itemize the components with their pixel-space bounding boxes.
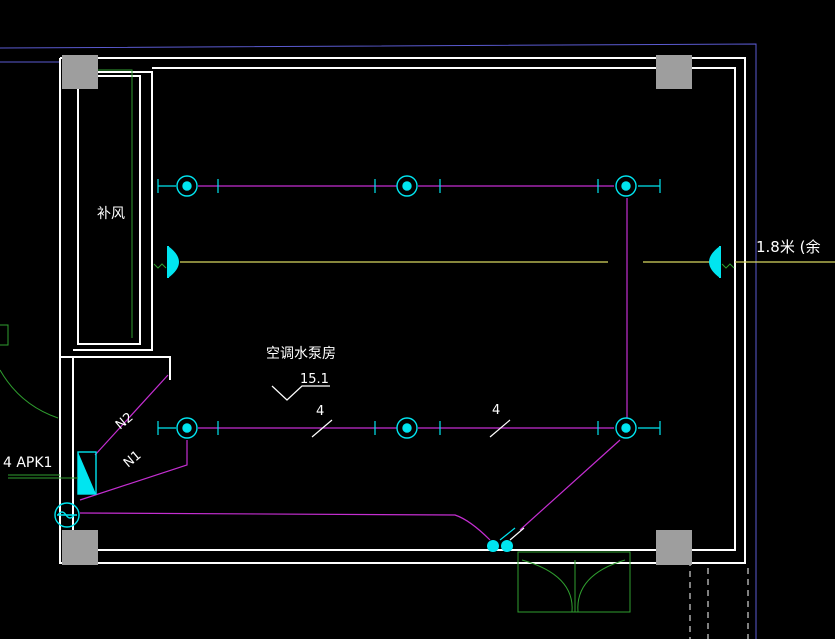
distribution-panel-icon bbox=[8, 451, 97, 495]
column bbox=[62, 55, 98, 89]
light-rails bbox=[157, 179, 661, 435]
annotation-mark: 4 bbox=[488, 147, 540, 242]
column bbox=[656, 530, 692, 565]
door-lines bbox=[0, 69, 631, 613]
wall-light-right-icon bbox=[709, 246, 735, 278]
column bbox=[656, 55, 692, 89]
walls bbox=[59, 57, 746, 564]
ceiling-light-icon bbox=[615, 417, 637, 439]
ceiling-light-icon bbox=[396, 417, 418, 439]
annotation-mark: 4 bbox=[478, 377, 523, 459]
elevation-label: 15.1 bbox=[300, 372, 329, 387]
wire-ticks bbox=[271, 385, 525, 541]
side-room-label: 补风 bbox=[97, 206, 125, 222]
annotation-mark: 4 bbox=[592, 270, 644, 365]
panel-label: 4 APK1 bbox=[3, 455, 52, 471]
outer-boundary bbox=[0, 43, 757, 639]
motor-icon bbox=[54, 502, 80, 528]
annotation-mark: 4 bbox=[256, 385, 308, 480]
wire-count-label: 4 bbox=[492, 403, 500, 418]
ceiling-lights bbox=[176, 175, 637, 439]
ceiling-light-icon bbox=[396, 175, 418, 197]
columns bbox=[62, 55, 692, 565]
switch-icon bbox=[487, 527, 516, 552]
ceiling-light-icon bbox=[176, 175, 198, 197]
annotation-mark: 2 bbox=[566, 449, 608, 526]
column bbox=[62, 530, 98, 565]
hand-annotations: 3 4 4 4 4 2 bbox=[256, 143, 644, 526]
wall-light-left-icon bbox=[153, 246, 179, 278]
annotation-mark: 3 bbox=[258, 143, 310, 238]
ceiling-light-icon bbox=[176, 417, 198, 439]
wiring bbox=[79, 185, 628, 541]
side-note: 1.8米 (余 bbox=[756, 238, 820, 256]
ceiling-light-icon bbox=[615, 175, 637, 197]
room-name: 空调水泵房 bbox=[266, 346, 336, 362]
dashed-lines bbox=[689, 560, 749, 639]
circuit-label: N1 bbox=[121, 448, 144, 471]
wire-count-label: 4 bbox=[316, 404, 324, 419]
